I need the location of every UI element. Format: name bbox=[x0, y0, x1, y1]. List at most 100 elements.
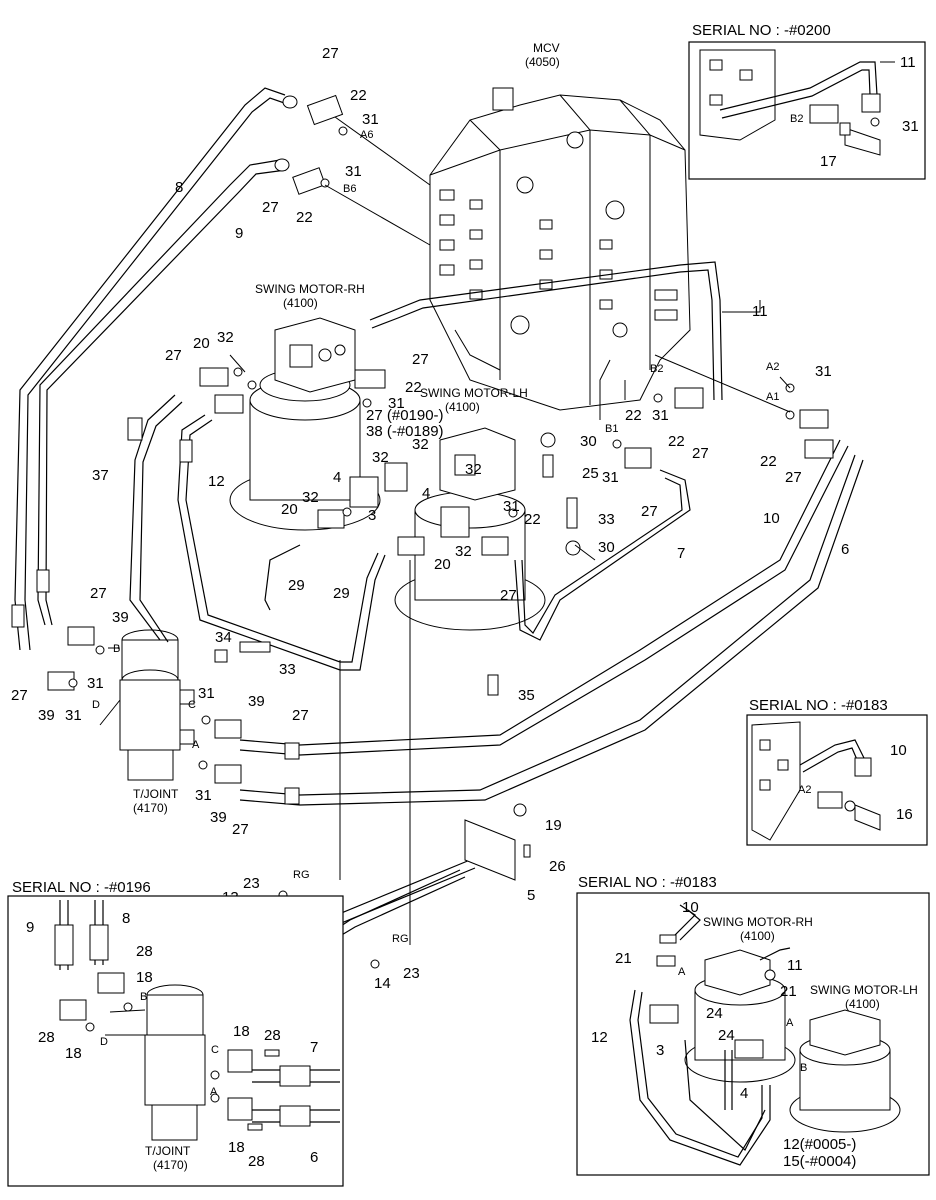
part-32c: 32 bbox=[412, 436, 429, 453]
swing-motor-lh-code: (4100) bbox=[445, 400, 480, 414]
part-9: 9 bbox=[235, 225, 243, 242]
part-27c: 27 bbox=[165, 347, 182, 364]
part-27h: 27 bbox=[641, 503, 658, 520]
inset-0183b-part-12-note: 12(#0005-) bbox=[783, 1136, 856, 1153]
inset-0196-part-28a: 28 bbox=[136, 943, 153, 960]
part-39a: 39 bbox=[112, 609, 129, 626]
inset-0183a-title: SERIAL NO : -#0183 bbox=[749, 697, 888, 714]
inset-0183b-part-21a: 21 bbox=[615, 950, 632, 967]
part-27e: 27 (#0190-) bbox=[366, 407, 444, 424]
inset-0200-port-b2: B2 bbox=[790, 113, 803, 125]
part-27m: 27 bbox=[232, 821, 249, 838]
part-11: 11 bbox=[752, 303, 768, 320]
inset-0183b-part-21b: 21 bbox=[780, 983, 797, 1000]
part-20b: 20 bbox=[281, 501, 298, 518]
part-31e: 31 bbox=[652, 407, 669, 424]
part-27a: 27 bbox=[322, 45, 339, 62]
tjoint-main bbox=[119, 629, 195, 781]
part-32a: 32 bbox=[217, 329, 234, 346]
part-22a: 22 bbox=[350, 87, 367, 104]
part-31h: 31 bbox=[87, 675, 104, 692]
part-38: 38 (-#0189) bbox=[366, 423, 444, 440]
port-c: C bbox=[188, 699, 196, 711]
inset-0196-tjoint-name: T/JOINT bbox=[145, 1144, 191, 1158]
inset-0183b-rh-code: (4100) bbox=[740, 929, 775, 943]
part-31b: 31 bbox=[345, 163, 362, 180]
inset-serial-0183-b bbox=[576, 892, 930, 1176]
leader-lines bbox=[99, 116, 791, 945]
port-b1: B1 bbox=[605, 423, 618, 435]
part-19: 19 bbox=[545, 817, 562, 834]
part-4b: 4 bbox=[422, 485, 430, 502]
part-4a: 4 bbox=[333, 469, 341, 486]
part-29a: 29 bbox=[288, 577, 305, 594]
inset-0183b-part-10: 10 bbox=[682, 899, 699, 916]
part-22e: 22 bbox=[668, 433, 685, 450]
part-25: 25 bbox=[582, 465, 599, 482]
port-d: D bbox=[92, 699, 100, 711]
part-31k: 31 bbox=[195, 787, 212, 804]
mcv-name: MCV bbox=[533, 41, 560, 55]
inset-0183b-part-3: 3 bbox=[656, 1042, 664, 1059]
inset-0196-part-28c: 28 bbox=[264, 1027, 281, 1044]
part-22f: 22 bbox=[760, 453, 777, 470]
part-31f: 31 bbox=[602, 469, 619, 486]
inset-0196-part-8: 8 bbox=[122, 910, 130, 927]
part-26: 26 bbox=[549, 858, 566, 875]
inset-0183b-part-24a: 24 bbox=[706, 1005, 723, 1022]
part-32f: 32 bbox=[455, 543, 472, 560]
part-31j: 31 bbox=[198, 685, 215, 702]
part-31c: 31 bbox=[815, 363, 832, 380]
inset-0196-title: SERIAL NO : -#0196 bbox=[12, 879, 151, 896]
part-27k: 27 bbox=[11, 687, 28, 704]
inset-0183a-part-10: 10 bbox=[890, 742, 907, 759]
inset-0183b-lh-code: (4100) bbox=[845, 997, 880, 1011]
inset-0196-part-18c: 18 bbox=[233, 1023, 250, 1040]
port-a6: A6 bbox=[360, 129, 373, 141]
part-20a: 20 bbox=[193, 335, 210, 352]
part-34: 34 bbox=[215, 629, 232, 646]
part-27i: 27 bbox=[500, 587, 517, 604]
part-31d: 31 bbox=[388, 395, 405, 412]
inset-0200-part-17: 17 bbox=[820, 153, 837, 170]
inset-0183b-part-15-note: 15(-#0004) bbox=[783, 1153, 856, 1170]
inset-0200-part-31: 31 bbox=[902, 118, 919, 135]
inset-serial-0196 bbox=[7, 895, 344, 1187]
inset-0183b-port-b: B bbox=[800, 1062, 807, 1074]
part-20c: 20 bbox=[434, 556, 451, 573]
part-27f: 27 bbox=[692, 445, 709, 462]
inset-0183b-part-4: 4 bbox=[740, 1085, 748, 1102]
inset-0183b-part-12: 12 bbox=[591, 1029, 608, 1046]
part-27d: 27 bbox=[412, 351, 429, 368]
port-b: B bbox=[113, 643, 120, 655]
swing-motor-rh-name: SWING MOTOR-RH bbox=[255, 282, 365, 296]
part-32d: 32 bbox=[465, 461, 482, 478]
inset-0183b-rh-name: SWING MOTOR-RH bbox=[703, 915, 813, 929]
part-22d: 22 bbox=[625, 407, 642, 424]
swing-motor-lh-name: SWING MOTOR-LH bbox=[420, 386, 528, 400]
part-3: 3 bbox=[368, 507, 376, 524]
inset-0183a-part-16: 16 bbox=[896, 806, 913, 823]
part-22c: 22 bbox=[405, 379, 422, 396]
part-23a: 23 bbox=[243, 875, 260, 892]
part-33b: 33 bbox=[279, 661, 296, 678]
inset-0183b-lh-name: SWING MOTOR-LH bbox=[810, 983, 918, 997]
inset-0196-port-c: C bbox=[211, 1044, 219, 1056]
part-10: 10 bbox=[763, 510, 780, 527]
inset-0183b-part-24b: 24 bbox=[718, 1027, 735, 1044]
part-23b: 23 bbox=[403, 965, 420, 982]
part-31i: 31 bbox=[65, 707, 82, 724]
inset-0183b-port-a: A bbox=[786, 1017, 794, 1029]
part-29b: 29 bbox=[333, 585, 350, 602]
port-rg1: RG bbox=[293, 869, 310, 881]
inset-0196-part-28d: 28 bbox=[248, 1153, 265, 1170]
port-b6: B6 bbox=[343, 183, 356, 195]
inset-0196-part-6: 6 bbox=[310, 1149, 318, 1166]
part-6: 6 bbox=[841, 541, 849, 558]
part-27l: 27 bbox=[292, 707, 309, 724]
part-27g: 27 bbox=[785, 469, 802, 486]
mcv-code: (4050) bbox=[525, 55, 560, 69]
part-14: 14 bbox=[374, 975, 391, 992]
part-7: 7 bbox=[677, 545, 685, 562]
